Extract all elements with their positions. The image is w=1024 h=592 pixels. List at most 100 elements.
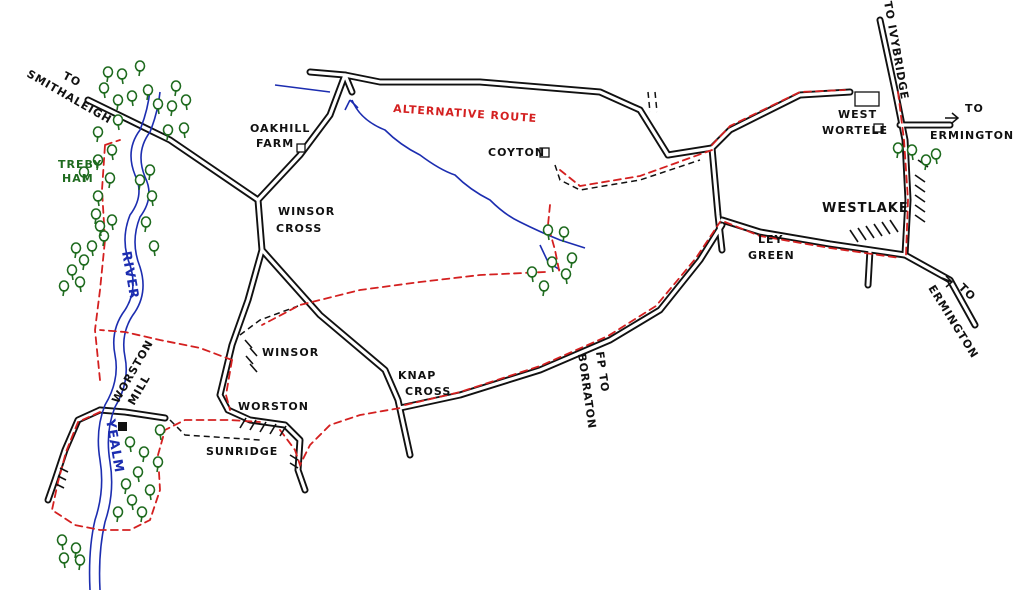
tree-icon (98, 82, 110, 99)
tree-icon (166, 100, 178, 117)
tree-icon (558, 226, 570, 243)
label-winsor-cross-2: CROSS (276, 222, 322, 235)
tree-icon (112, 114, 124, 131)
coyton-building (539, 147, 550, 158)
label-west-wortele-1: WEST (838, 108, 877, 121)
route-knap-ley-green (404, 221, 721, 406)
walking-route (50, 89, 909, 531)
tree-icon (542, 224, 554, 241)
tree-icon (92, 154, 104, 171)
road-mill-lane (44, 406, 104, 504)
hatch-winsor (244, 339, 258, 373)
tree-icon (66, 264, 78, 281)
tree-icon (134, 60, 146, 77)
label-knap-cross-1: KNAP (398, 369, 436, 382)
arrow-ermington-se (941, 275, 954, 288)
route-worston-lane (225, 359, 233, 411)
tree-icon (154, 424, 166, 441)
tree-icon (920, 154, 932, 171)
tree-icon (56, 534, 68, 551)
route-wood-winsor (261, 271, 546, 326)
tree-icon (132, 466, 144, 483)
route-ivybridge-road (897, 91, 909, 256)
tree-icon (930, 148, 942, 165)
label-winsor-cross-1: WINSOR (278, 205, 335, 218)
tree-icon (74, 276, 86, 293)
tree-icon (538, 280, 550, 297)
tree-icon (126, 90, 138, 107)
tree-icon (144, 484, 156, 501)
tree-icon (142, 84, 154, 101)
tree-icon (102, 66, 114, 83)
label-fp-to-borraton-1: FP TO (593, 351, 612, 394)
label-coyton: COYTON (488, 146, 545, 159)
tree-icon (136, 506, 148, 523)
buildings (118, 91, 884, 431)
tree-icon (178, 122, 190, 139)
tree-icon (98, 230, 110, 247)
north-building (854, 91, 880, 107)
tree-icon (58, 280, 70, 297)
tree-icon (78, 254, 90, 271)
label-ley-green-1: LEY (758, 233, 784, 246)
tree-icon (162, 124, 174, 141)
route-winsor-river (99, 329, 233, 361)
tree-icon (112, 94, 124, 111)
label-west-wortele-2: WORTELE (822, 124, 888, 137)
label-river: RIVER (118, 250, 141, 301)
tree-icon (138, 446, 150, 463)
tree-icon (120, 478, 132, 495)
route-west-lane (50, 411, 261, 531)
tree-icon (906, 144, 918, 161)
oakhill-farm-building (296, 143, 306, 153)
tree-icon (116, 68, 128, 85)
route-ley-green-westlake (724, 221, 901, 259)
tree-icon (566, 252, 578, 269)
tree-icon (126, 494, 138, 511)
hatch-worston (239, 417, 299, 469)
label-winsor: WINSOR (262, 346, 319, 359)
woodland (56, 60, 942, 571)
route-river-south (104, 139, 121, 146)
label-trebyham-2: HAM (62, 172, 94, 185)
worston-mill-building (118, 422, 127, 431)
tree-icon (106, 144, 118, 161)
tree-icon (134, 174, 146, 191)
label-oakhill-farm-2: FARM (256, 137, 294, 150)
tree-icon (148, 240, 160, 257)
tree-icon (58, 552, 70, 569)
tree-icon (560, 268, 572, 285)
label-alternative-route: ALTERNATIVE ROUTE (393, 102, 538, 125)
tree-icon (92, 190, 104, 207)
tree-icon (140, 216, 152, 233)
tree-icon (152, 456, 164, 473)
tree-icon (106, 214, 118, 231)
track-sunridge (169, 419, 261, 441)
map-labels: OAKHILL FARM ALTERNATIVE ROUTE COYTON WE… (25, 0, 1014, 474)
label-oakhill-farm-1: OAKHILL (250, 122, 310, 135)
tracks (169, 91, 701, 441)
tree-icon (90, 208, 102, 225)
route-coyton-link (559, 149, 713, 187)
tree-icon (94, 220, 106, 237)
tree-icon (70, 542, 82, 559)
track-coyton (554, 159, 701, 191)
label-sunridge: SUNRIDGE (206, 445, 278, 458)
tree-icon (144, 164, 156, 181)
tree-icon (112, 506, 124, 523)
label-to-ermington-east-to: TO (965, 102, 984, 115)
river-yealm (88, 89, 161, 591)
tree-icon (124, 436, 136, 453)
tree-icon (180, 94, 192, 111)
arrow-ermington-east (945, 112, 960, 124)
label-trebyham-1: TREBY (58, 158, 102, 171)
hatched-settlements (55, 159, 929, 489)
label-ley-green-2: GREEN (748, 249, 795, 262)
tree-icon (526, 266, 538, 283)
label-knap-cross-2: CROSS (405, 385, 451, 398)
tree-icon (70, 242, 82, 259)
tree-icon (146, 190, 158, 207)
hatch-mill-lane (55, 467, 69, 489)
route-river-north (94, 144, 106, 381)
label-westlake: WESTLAKE (822, 201, 909, 216)
